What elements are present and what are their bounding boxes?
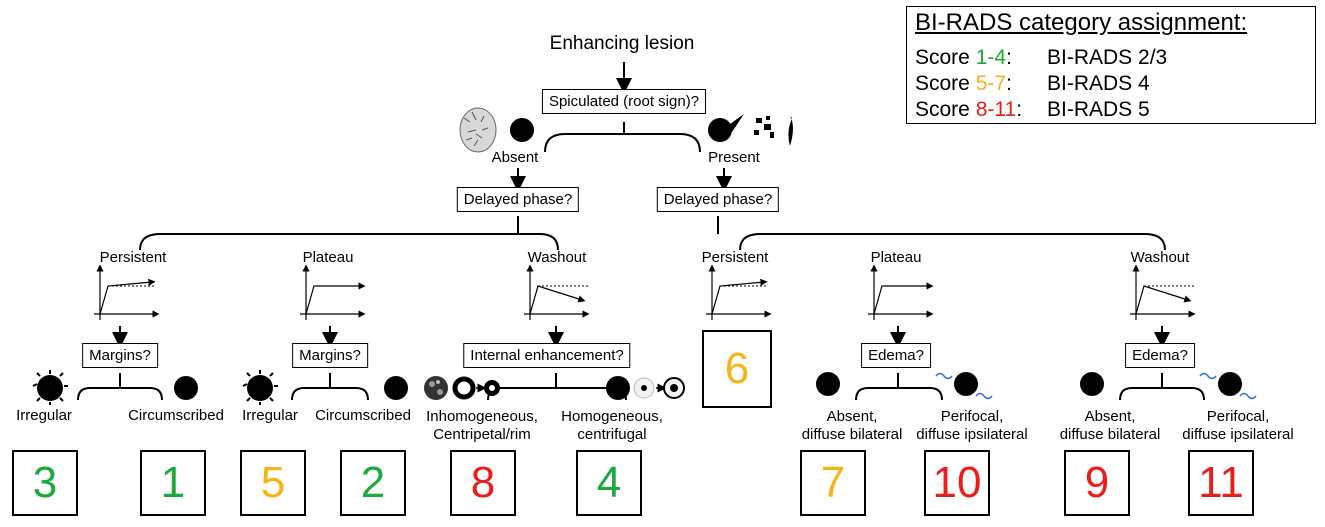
leaf-label-line: Absent, [826,408,878,425]
homogeneous-mass-icon [606,376,630,400]
kinetic-label-persistent: Persistent [99,249,167,266]
leaf-label-absent-edema: Absent, diffuse bilateral [1060,408,1161,444]
spiculated-question: Spiculated (root sign)? [541,89,707,114]
edema-question: Edema? [1125,343,1195,368]
legend-range: 1-4 [975,46,1007,69]
present-delayed-phase-question: Delayed phase? [656,187,780,212]
leaf-label-line: centrifugal [577,426,647,443]
score-box: 10 [924,450,990,516]
washout-curve-icon [1130,268,1196,320]
edema-question: Edema? [861,343,931,368]
kinetic-label-washout: Washout [1130,249,1190,266]
edema-mass-icon [1199,372,1257,400]
leaf-label-line: diffuse ipsilateral [1182,426,1294,443]
leaf-label-perifocal-edema: Perifocal, diffuse ipsilateral [1182,408,1293,444]
no-edema-mass-icon [1080,372,1104,396]
legend-row: Score 1-4: BI-RADS 2/3 [915,46,1167,70]
score-box: 8 [450,450,516,516]
score-box: 5 [240,450,306,516]
kinetic-label-washout: Washout [527,249,587,266]
leaf-label-line: Perifocal, [940,408,1004,425]
leaf-label-homogeneous: Homogeneous, centrifugal [561,408,663,444]
inhomogeneous-enhancement-icon [424,376,448,400]
round-lesion-icon [510,118,534,142]
margins-question: Margins? [82,343,158,368]
score-box: 6 [702,330,772,408]
leaf-label-line: diffuse bilateral [801,426,903,443]
legend-row: Score 5-7: BI-RADS 4 [915,72,1150,96]
legend-prefix: Score [915,72,976,95]
linear-lesion-icon [788,116,793,146]
no-edema-mass-icon [816,372,840,396]
circumscribed-mass-icon [384,376,408,400]
leaf-label-line: Inhomogeneous, [426,408,538,425]
margins-question: Margins? [292,343,368,368]
washout-curve-icon [524,268,590,320]
leaf-label-absent-edema: Absent, diffuse bilateral [802,408,903,444]
score-box: 11 [1188,450,1254,516]
persistent-curve-icon [706,268,768,320]
leaf-label-line: Homogeneous, [561,408,663,425]
legend-prefix: Score [915,98,976,121]
spiculation-present-label: Present [708,149,760,166]
legend-category: BI-RADS 5 [1047,98,1150,121]
plateau-curve-icon [300,268,366,320]
kinetic-label-persistent: Persistent [701,249,769,266]
kinetic-label-plateau: Plateau [870,249,922,266]
leaf-label-line: Absent, [1084,408,1136,425]
leaf-label-irregular: Irregular [242,407,298,424]
legend-title: BI-RADS category assignment: [915,9,1248,36]
spiculation-absent-label: Absent [491,149,539,166]
spiculated-lesion-icon [708,114,744,142]
internal-enhancement-question: Internal enhancement? [463,343,631,368]
spiculated-texture-icon [459,107,497,153]
legend-category: BI-RADS 4 [1047,72,1150,95]
score-box: 4 [576,450,642,516]
plateau-curve-icon [868,268,934,320]
root-label: Enhancing lesion [549,33,695,54]
birads-legend: BI-RADS category assignment: Score 1-4: … [906,6,1316,124]
leaf-label-circumscribed: Circumscribed [315,407,411,424]
kinetic-label-plateau: Plateau [302,249,354,266]
legend-suffix: : [1016,98,1023,121]
leaf-label-circumscribed: Circumscribed [128,407,224,424]
score-box: 7 [800,450,866,516]
irregular-fragments-icon [754,116,774,138]
legend-row: Score 8-11: BI-RADS 5 [915,98,1150,122]
leaf-label-perifocal-edema: Perifocal, diffuse ipsilateral [916,408,1027,444]
legend-prefix: Score [915,46,976,69]
leaf-label-line: diffuse ipsilateral [916,426,1028,443]
rim-to-center-icon [452,376,500,400]
center-to-rim-icon [633,377,685,399]
leaf-label-irregular: Irregular [16,407,72,424]
legend-suffix: : [1006,72,1012,95]
score-box: 2 [340,450,406,516]
leaf-label-line: Perifocal, [1206,408,1270,425]
absent-delayed-phase-question: Delayed phase? [456,187,580,212]
persistent-curve-icon [94,268,156,320]
irregular-mass-icon [32,370,68,405]
score-box: 9 [1064,450,1130,516]
score-box: 3 [12,450,78,516]
edema-mass-icon [935,372,993,400]
legend-range: 5-7 [975,72,1007,95]
leaf-label-line: diffuse bilateral [1059,426,1161,443]
legend-range: 8-11 [975,98,1017,121]
circumscribed-mass-icon [174,376,198,400]
leaf-label-line: Centripetal/rim [433,426,531,443]
legend-suffix: : [1006,46,1012,69]
legend-category: BI-RADS 2/3 [1047,46,1168,69]
irregular-mass-icon [242,370,278,405]
leaf-label-inhomogeneous: Inhomogeneous, Centripetal/rim [426,408,538,444]
score-box: 1 [140,450,206,516]
